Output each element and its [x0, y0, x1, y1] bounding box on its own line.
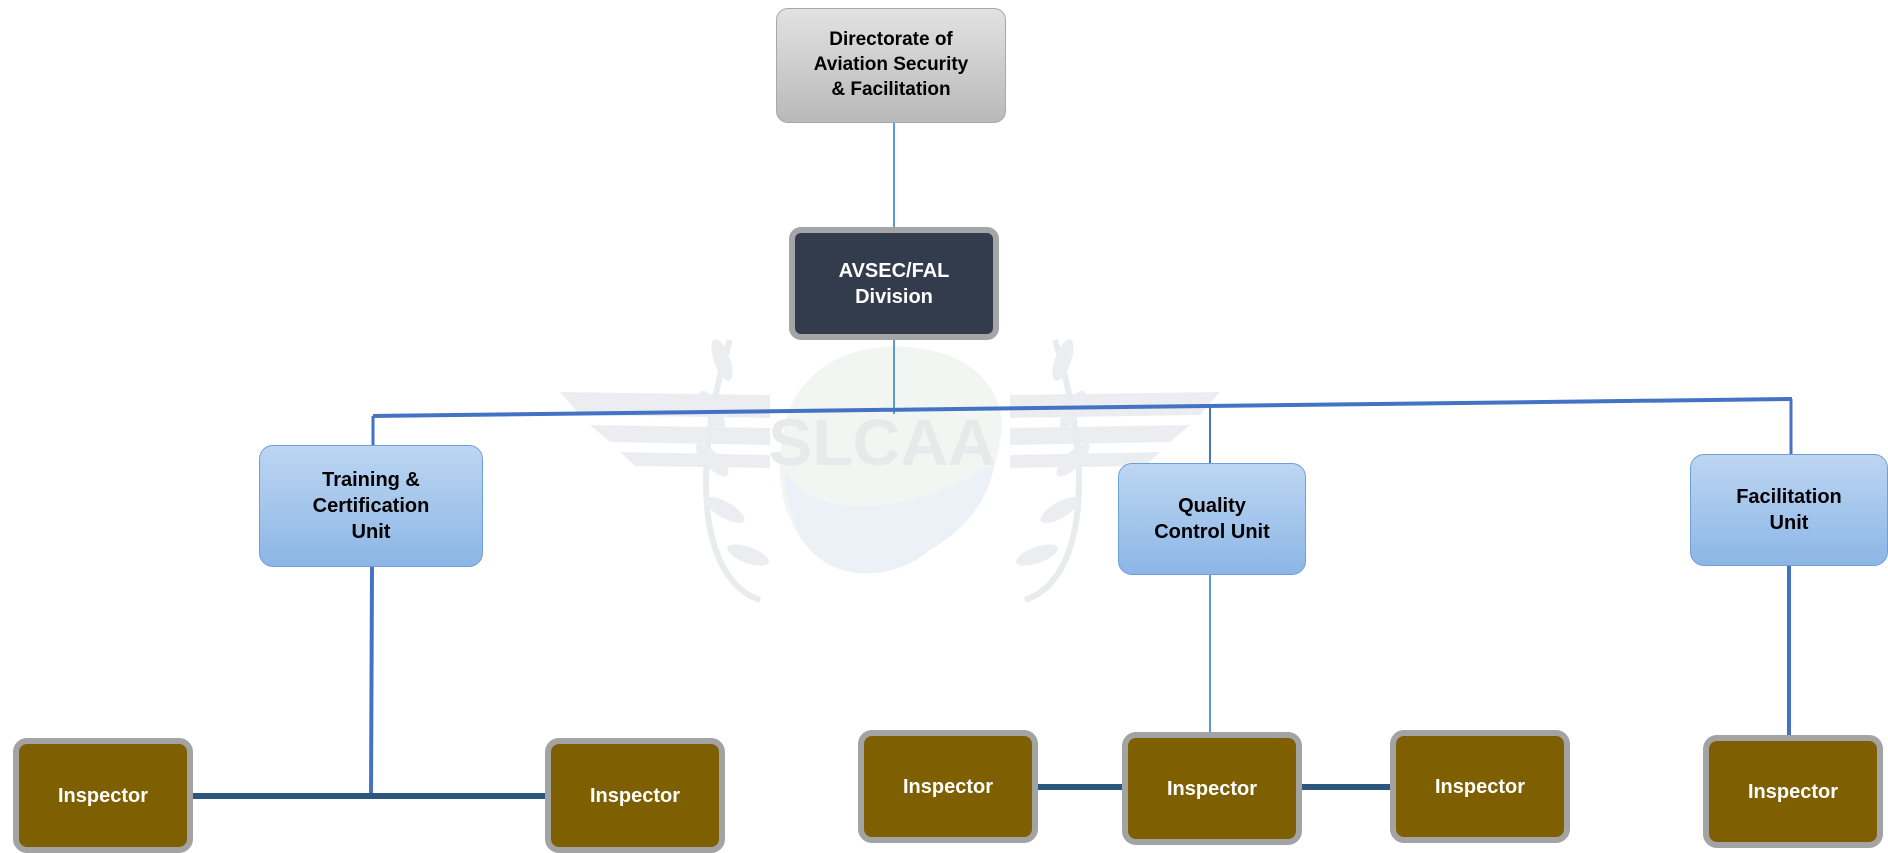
- facilitation-unit-box: Facilitation Unit: [1690, 454, 1888, 566]
- inspector-label: Inspector: [1166, 777, 1258, 800]
- inspector-label: Inspector: [1434, 775, 1526, 798]
- division-label: AVSEC/FAL Division: [838, 259, 950, 308]
- svg-text:SLCAA: SLCAA: [768, 405, 995, 479]
- inspector-box: Inspector: [545, 738, 725, 853]
- slcaa-watermark-logo: SLCAA: [560, 339, 1220, 603]
- inspector-box: Inspector: [1122, 732, 1302, 845]
- inspector-box: Inspector: [858, 730, 1038, 843]
- inspector-label: Inspector: [57, 784, 149, 807]
- inspector-label: Inspector: [902, 775, 994, 798]
- inspector-box: Inspector: [13, 738, 193, 853]
- directorate-box: Directorate of Aviation Security & Facil…: [776, 8, 1006, 123]
- division-box: AVSEC/FAL Division: [789, 227, 999, 340]
- training-certification-unit-box: Training & Certification Unit: [259, 445, 483, 567]
- inspector-box: Inspector: [1390, 730, 1570, 843]
- inspector-box: Inspector: [1703, 735, 1883, 848]
- facilitation-unit-label: Facilitation Unit: [1736, 486, 1842, 534]
- training-unit-label: Training & Certification Unit: [312, 469, 430, 543]
- inspector-label: Inspector: [1747, 780, 1839, 803]
- quality-control-unit-box: Quality Control Unit: [1118, 463, 1306, 575]
- quality-unit-label: Quality Control Unit: [1154, 495, 1270, 543]
- directorate-label: Directorate of Aviation Security & Facil…: [813, 29, 969, 100]
- inspector-label: Inspector: [589, 784, 681, 807]
